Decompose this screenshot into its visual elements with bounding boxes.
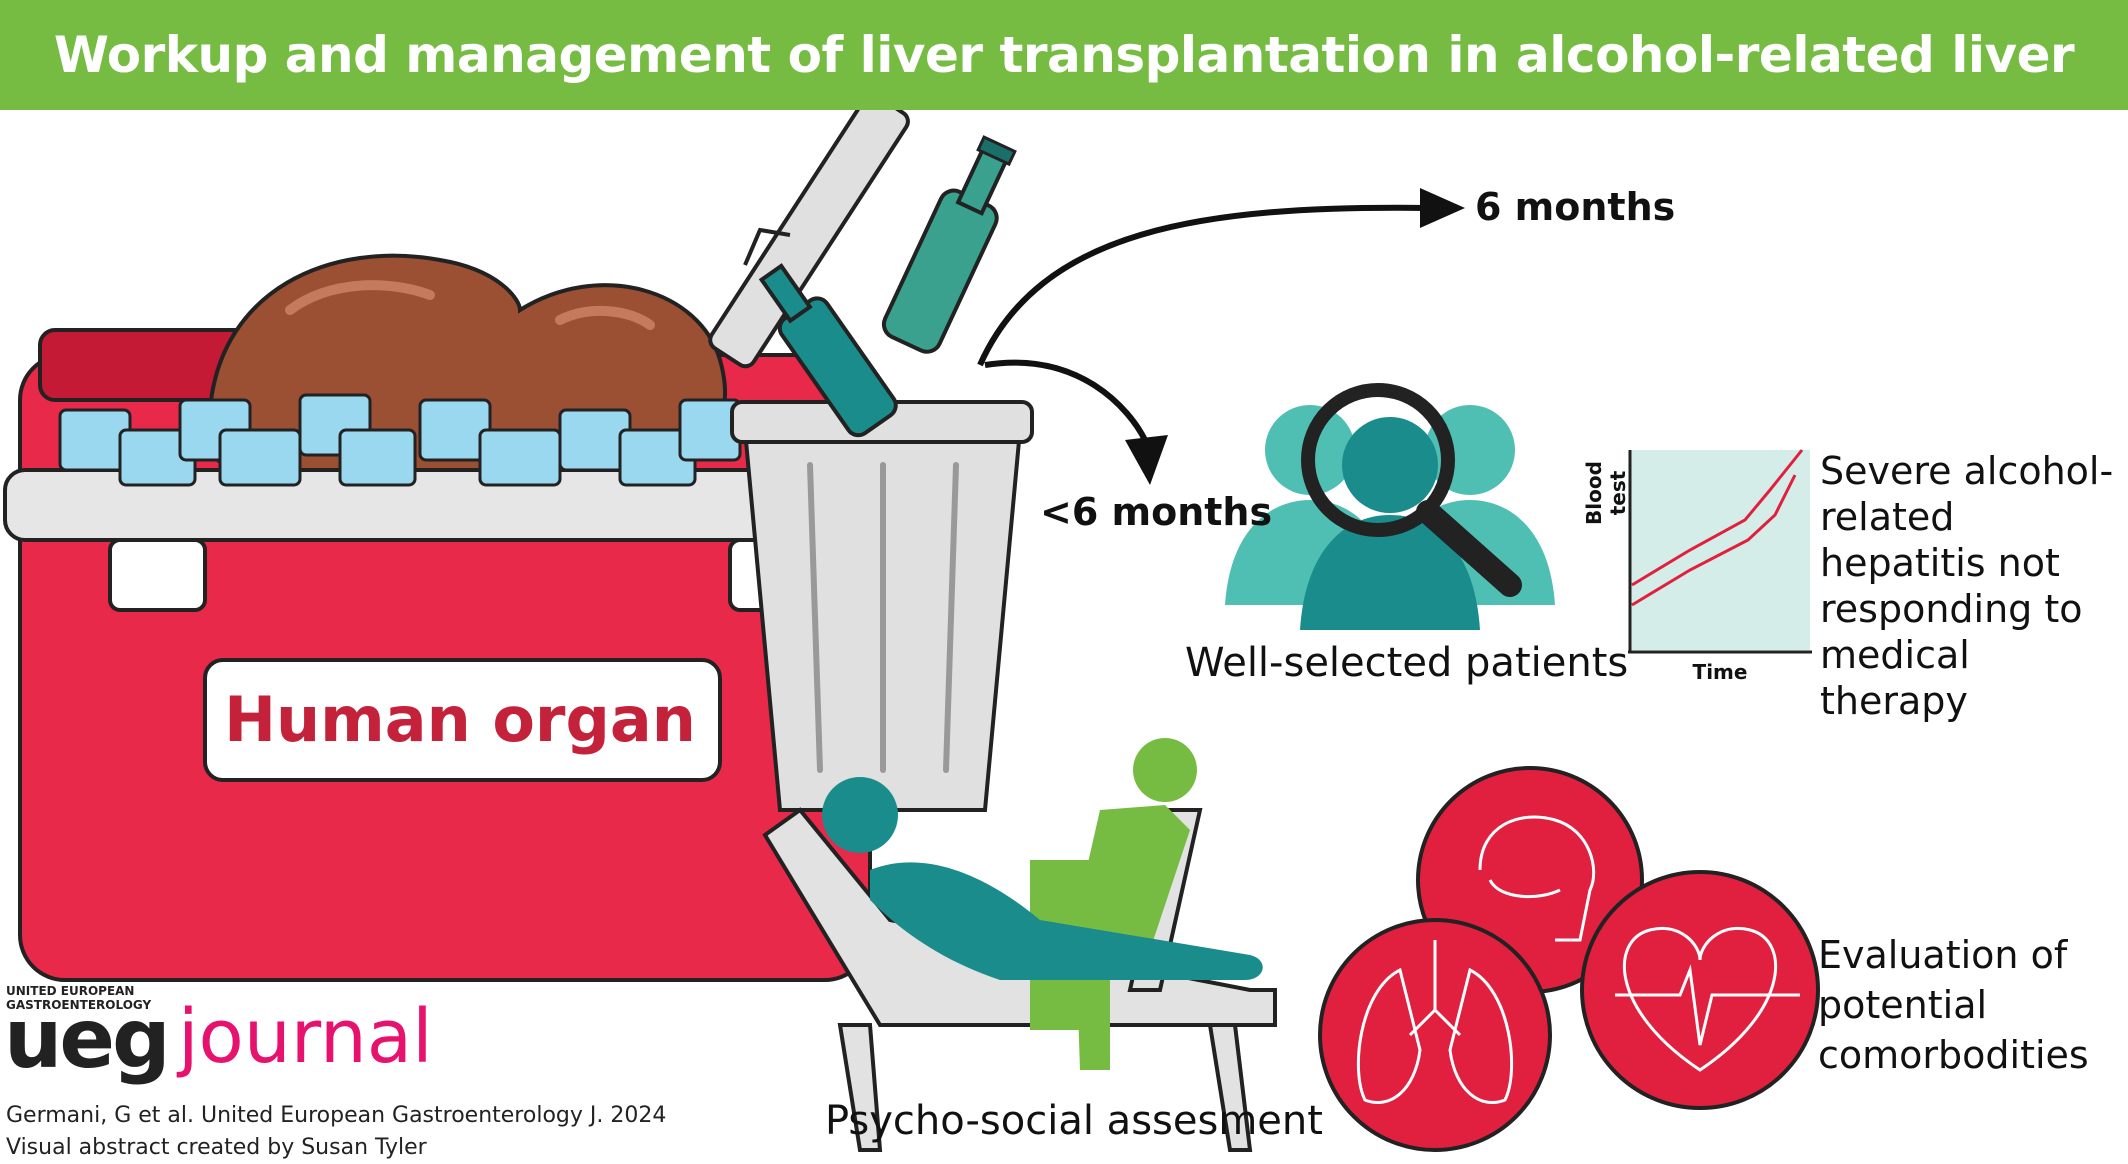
page-title: Workup and management of liver transplan… — [53, 26, 2075, 194]
chart-x-axis-label: Time — [1692, 660, 1748, 684]
cooler-label: Human organ — [224, 683, 696, 756]
ice-cubes-icon — [58, 393, 742, 487]
well-selected-patients-label: Well-selected patients — [1185, 640, 1629, 686]
ueg-small-caption: UNITED EUROPEAN GASTROENTEROLOGY — [6, 984, 176, 1012]
line-chart-icon — [1628, 449, 1812, 654]
ueg-logo-text: ueg — [4, 992, 171, 1087]
psychosocial-label: Psycho-social assesment — [825, 1098, 1323, 1144]
citation-line2: Visual abstract created by Susan Tyler — [6, 1135, 427, 1160]
ueg-small-line1: UNITED EUROPEAN — [6, 984, 135, 998]
trash-bin-icon — [708, 110, 1034, 812]
arrow-icon — [977, 188, 1465, 485]
magnifier-icon — [1301, 383, 1522, 597]
people-search-icon — [1225, 405, 1555, 630]
ueg-small-line2: GASTROENTEROLOGY — [6, 998, 152, 1012]
citation: Germani, G et al. United European Gastro… — [6, 1100, 666, 1164]
journal-logo-text: journal — [178, 994, 433, 1080]
six-months-label: 6 months — [1475, 185, 1676, 229]
lungs-icon — [1318, 918, 1552, 1152]
therapy-chair-icon — [762, 738, 1277, 1152]
comorbidities-text: Evaluation of potential comorbodities — [1818, 933, 2089, 1077]
illustration — [3, 110, 1820, 1152]
title-banner — [0, 0, 2128, 110]
less-than-six-months-label: <6 months — [1040, 490, 1273, 534]
hepatitis-text: Severe alcohol-related hepatitis not res… — [1820, 449, 2114, 723]
chart-y-axis-label: Blood test — [1582, 461, 1630, 525]
heart-icon — [1580, 870, 1820, 1110]
bottle-icon — [758, 135, 1017, 438]
citation-line1: Germani, G et al. United European Gastro… — [6, 1103, 667, 1128]
